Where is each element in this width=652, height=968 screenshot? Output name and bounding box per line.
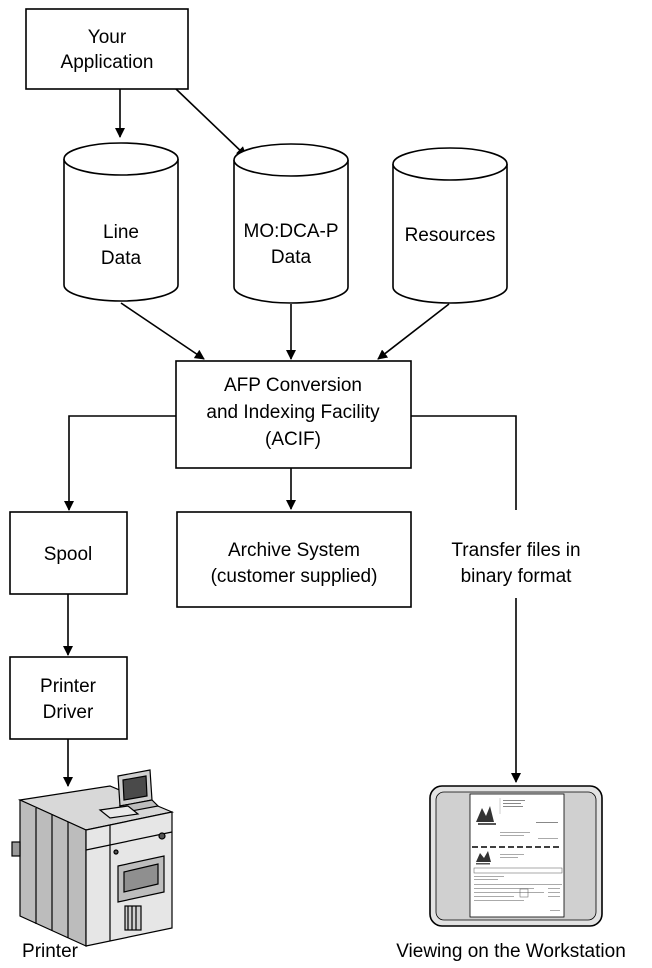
modca-data-cylinder: MO:DCA-P Data xyxy=(233,143,349,304)
line-data-cylinder: Line Data xyxy=(63,142,179,302)
printer-illustration xyxy=(11,769,175,947)
arrow-app-to-modca xyxy=(175,88,247,157)
printer-driver-node: Printer Driver xyxy=(9,656,128,740)
acif-label-line1: AFP Conversion xyxy=(224,375,362,396)
arrow-acif-to-spool xyxy=(64,415,176,511)
your-application-node: Your Application xyxy=(25,8,189,90)
resources-label: Resources xyxy=(405,225,496,246)
spool-node: Spool xyxy=(9,511,128,595)
connector-acif-to-transfer xyxy=(411,415,517,510)
archive-system-node: Archive System (customer supplied) xyxy=(176,511,412,608)
resources-cylinder: Resources xyxy=(392,147,508,304)
your-application-label-line2: Application xyxy=(61,52,154,73)
printer-driver-label-line1: Printer xyxy=(40,676,97,697)
acif-label-line3: (ACIF) xyxy=(265,429,321,450)
document-page-thumbnail xyxy=(469,793,565,918)
transfer-label-line1: Transfer files in xyxy=(451,540,580,561)
your-application-label-line1: Your xyxy=(88,27,127,48)
line-data-label-line1: Line xyxy=(103,222,139,243)
archive-label-line1: Archive System xyxy=(228,540,360,561)
acif-node: AFP Conversion and Indexing Facility (AC… xyxy=(175,360,412,469)
arrow-line-data-to-acif xyxy=(120,302,205,360)
arrow-resources-to-acif xyxy=(377,303,450,360)
printer-driver-label-line2: Driver xyxy=(43,702,94,723)
workstation-monitor-illustration xyxy=(429,785,603,927)
printer-label: Printer xyxy=(22,941,79,962)
modca-data-label-line2: Data xyxy=(271,247,312,268)
line-data-label-line2: Data xyxy=(101,248,142,269)
transfer-label: Transfer files in binary format xyxy=(451,540,580,587)
acif-label-line2: and Indexing Facility xyxy=(206,402,380,423)
spool-label: Spool xyxy=(44,544,93,565)
workstation-label: Viewing on the Workstation xyxy=(396,941,626,962)
transfer-label-line2: binary format xyxy=(461,566,573,587)
modca-data-label-line1: MO:DCA-P xyxy=(244,221,339,242)
archive-label-line2: (customer supplied) xyxy=(211,566,378,587)
